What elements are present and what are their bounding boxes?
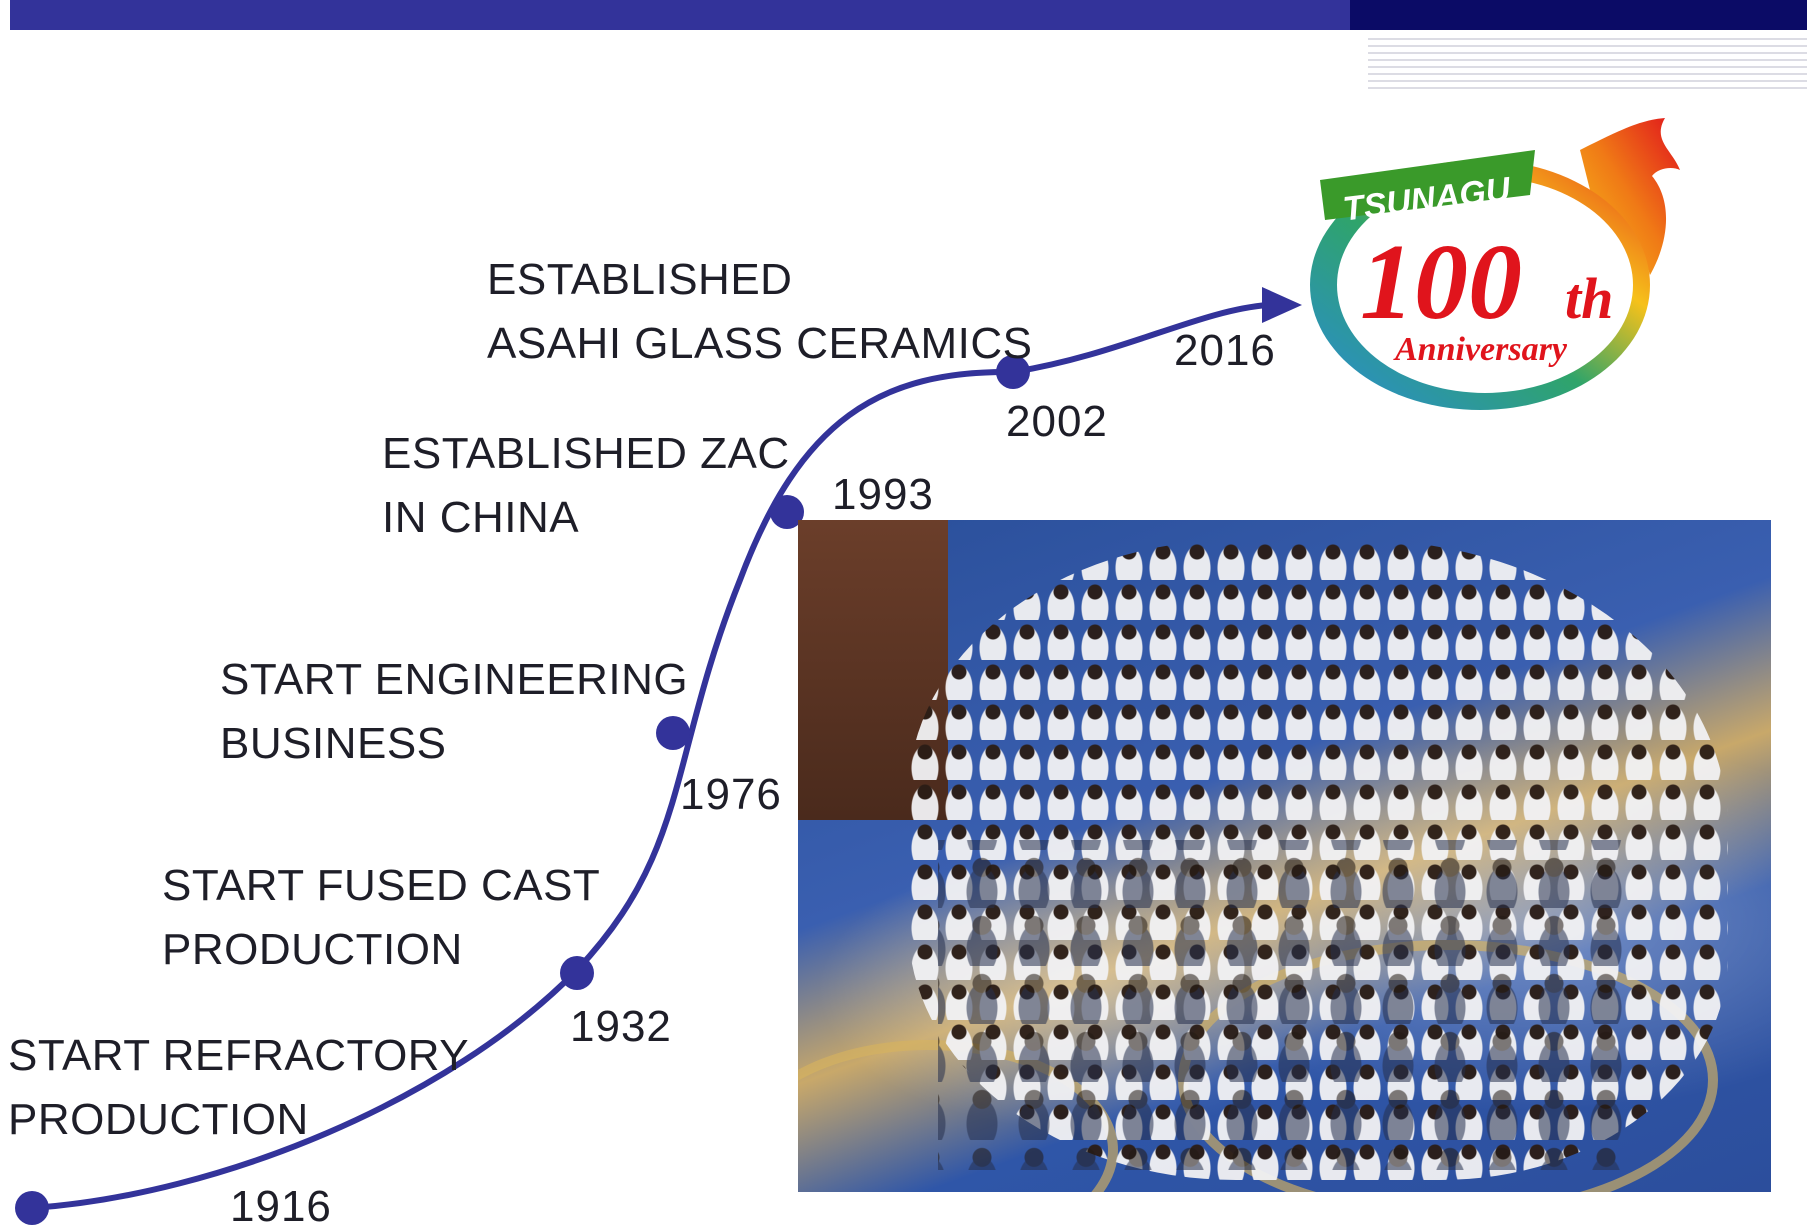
timeline-dot-2002: [996, 355, 1030, 389]
logo-number: 100: [1360, 223, 1522, 342]
group-photo: [798, 520, 1771, 1192]
event-label-1932: START FUSED CAST PRODUCTION: [162, 854, 600, 982]
event-label-line: PRODUCTION: [162, 925, 463, 974]
timeline-dot-1993: [770, 495, 804, 529]
event-label-1916: START REFRACTORY PRODUCTION: [8, 1024, 469, 1152]
event-label-2002: ESTABLISHED ASAHI GLASS CERAMICS: [487, 248, 1032, 376]
year-2002: 2002: [1006, 397, 1108, 446]
year-2016: 2016: [1174, 326, 1276, 375]
timeline-arrowhead: [1262, 287, 1302, 323]
timeline-dot-1932: [560, 956, 594, 990]
header-bar-accent: [1350, 0, 1807, 30]
header-bar: [10, 0, 1350, 30]
logo-bottom-text: Anniversary: [1393, 331, 1568, 368]
header-stripes: [1368, 38, 1807, 90]
event-label-line: ESTABLISHED ZAC: [382, 429, 790, 478]
event-label-line: BUSINESS: [220, 719, 447, 768]
anniversary-logo: TSUNAGU 100 th Anniversary: [1310, 118, 1680, 410]
year-1993: 1993: [832, 470, 934, 519]
timeline-path: [29, 302, 1271, 1211]
year-1916: 1916: [230, 1182, 332, 1231]
event-label-line: START REFRACTORY: [8, 1031, 470, 1080]
year-1932: 1932: [570, 1002, 672, 1051]
event-label-line: START ENGINEERING: [220, 655, 689, 704]
event-label-line: ASAHI GLASS CERAMICS: [487, 319, 1033, 368]
event-label-1976: START ENGINEERING BUSINESS: [220, 648, 688, 776]
logo-suffix: th: [1565, 266, 1613, 331]
year-1976: 1976: [680, 770, 782, 819]
timeline-dot-1916: [15, 1191, 49, 1225]
logo-banner: [1320, 150, 1535, 220]
event-label-1993: ESTABLISHED ZAC IN CHINA: [382, 422, 790, 550]
event-label-line: ESTABLISHED: [487, 255, 793, 304]
flame-shape: [1580, 118, 1680, 275]
timeline-dot-1976: [656, 716, 690, 750]
event-label-line: START FUSED CAST: [162, 861, 601, 910]
event-label-line: IN CHINA: [382, 493, 580, 542]
event-label-line: PRODUCTION: [8, 1095, 309, 1144]
photo-crowd-front: [938, 840, 1638, 1170]
